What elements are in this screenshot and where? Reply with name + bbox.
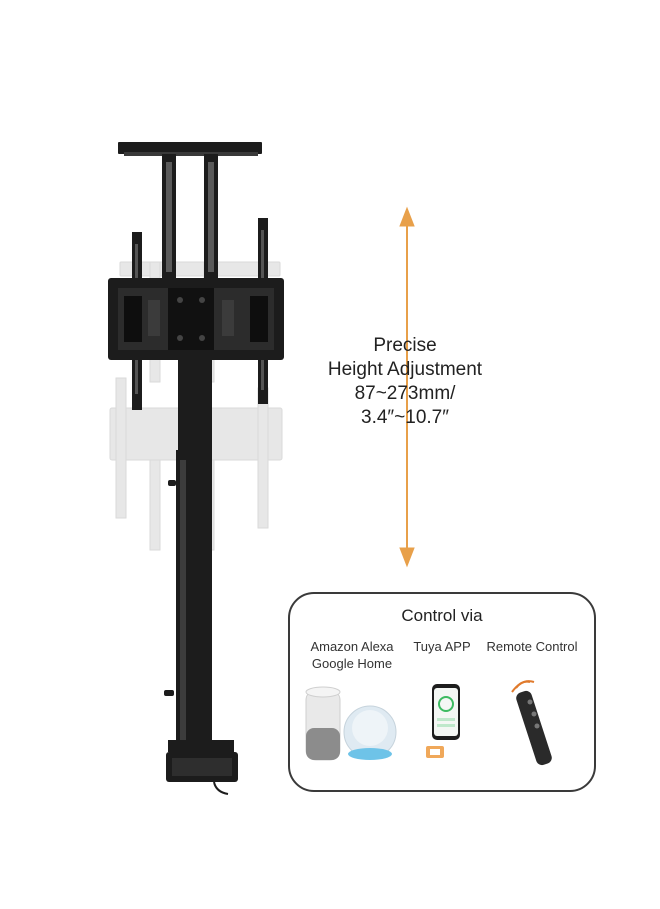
caption-line-2: Height Adjustment (327, 359, 483, 380)
caption-line-3: 87~273mm/ (354, 383, 456, 404)
smart-speaker-icon (305, 686, 397, 761)
top-bracket (118, 142, 262, 284)
control-title: Control via (401, 606, 483, 625)
option-voice-line-2: Google Home (311, 656, 393, 671)
control-options-panel: Control via Amazon Alexa Google Home Tuy… (288, 592, 596, 792)
caption-line-4: 3.4″~10.7″ (361, 407, 449, 428)
height-adjustment-caption: Precise Height Adjustment 87~273mm/ 3.4″… (300, 334, 510, 430)
remote-control-icon (511, 680, 552, 766)
caption-line-1: Precise (373, 335, 437, 356)
option-voice-line-1: Amazon Alexa (310, 639, 394, 654)
option-voice-assistant-label: Amazon Alexa Google Home (306, 638, 398, 672)
column-base (166, 740, 238, 795)
option-remote-label: Remote Control (486, 639, 578, 654)
vesa-plate (108, 278, 284, 360)
smartphone-app-icon (426, 684, 460, 758)
option-app-label: Tuya APP (413, 639, 471, 654)
lift-column (164, 360, 212, 750)
height-arrow (399, 206, 415, 568)
